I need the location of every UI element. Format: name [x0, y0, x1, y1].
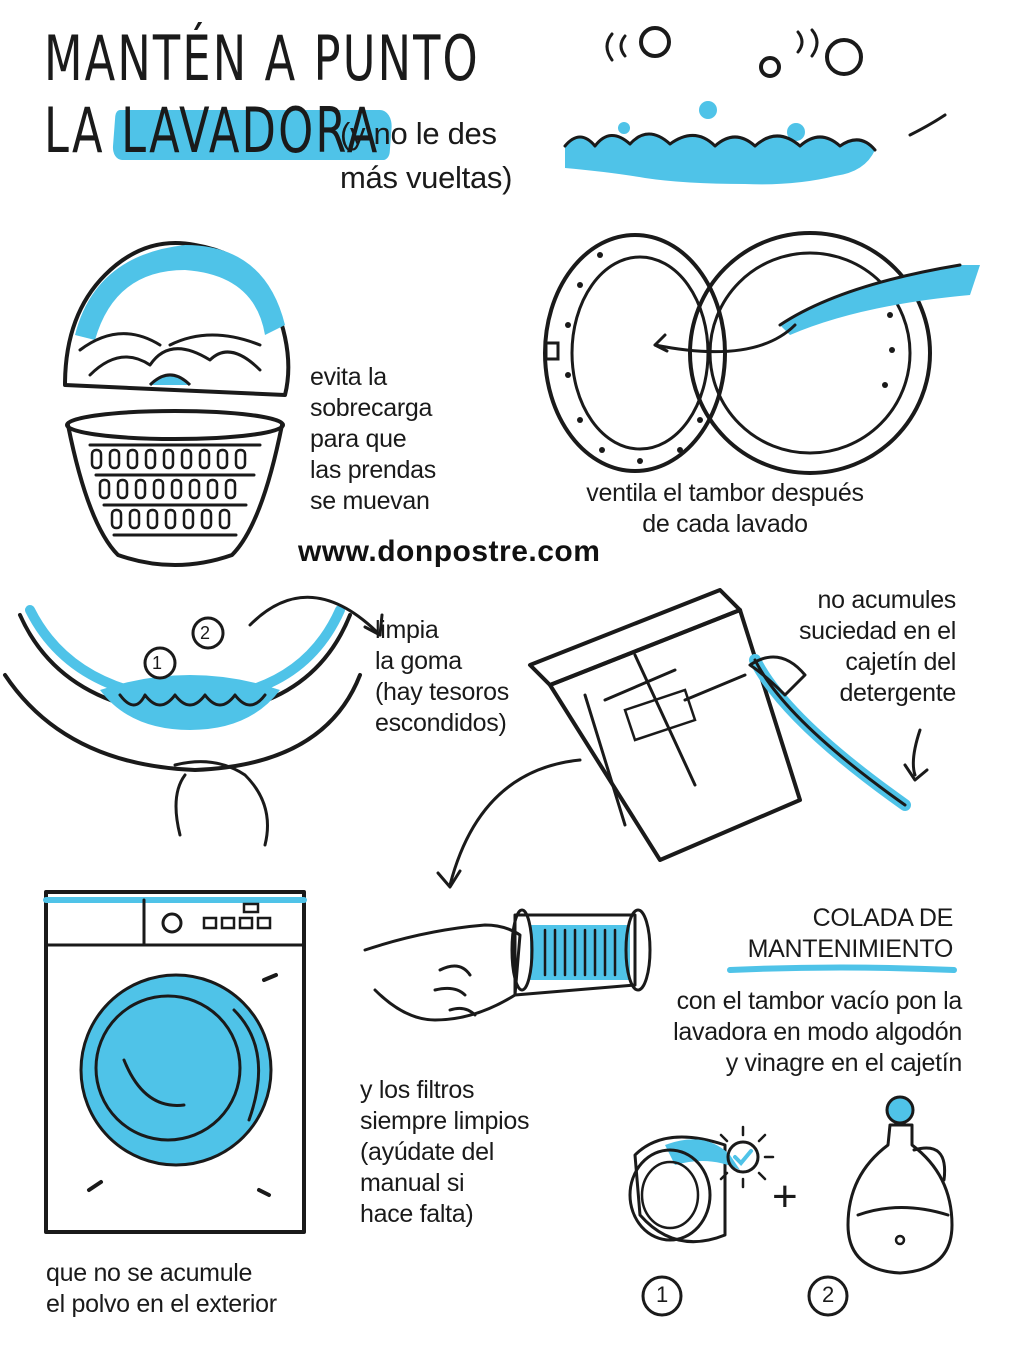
maintenance-text: con el tambor vacío pon la lavadora en m…	[673, 987, 962, 1077]
tip-overload: evita la sobrecarga para que las prendas…	[310, 363, 436, 515]
empty-drum-icon	[628, 1125, 775, 1244]
filter-in-hand-icon	[363, 908, 652, 1022]
foam-bubbles-illustration	[563, 26, 947, 185]
page-title-line1: MANTÉN A PUNTO	[44, 22, 480, 95]
title-highlight: LAVADORA	[121, 94, 380, 167]
washing-machine-icon	[43, 890, 307, 1234]
rubber-number-1: 1	[152, 653, 162, 673]
tip-dust: que no se acumule el polvo en el exterio…	[46, 1259, 277, 1318]
heading-underline	[727, 964, 957, 973]
arrow-icon	[436, 758, 582, 889]
open-drum-door-icon	[543, 231, 980, 475]
tip-filters: y los filtros siempre limpios (ayúdate d…	[360, 1076, 530, 1228]
plus-sign: +	[772, 1172, 798, 1221]
vinegar-bottle-icon	[846, 1095, 954, 1275]
step-1-label: 1	[656, 1282, 668, 1307]
tip-ventilate: ventila el tambor después de cada lavado	[586, 479, 864, 538]
watermark-text: www.donpostre.com	[298, 535, 601, 568]
page-subtitle: (y no le des más vueltas)	[340, 116, 513, 195]
rubber-gasket-icon	[3, 595, 384, 847]
step-circles	[641, 1275, 849, 1317]
laundry-basket-icon	[63, 241, 291, 567]
page-title-line2: LA LAVADORA	[44, 100, 379, 162]
detergent-drawer-icon	[528, 588, 929, 862]
maintenance-heading: COLADA DE MANTENIMIENTO	[747, 904, 954, 963]
rubber-number-2: 2	[200, 623, 210, 643]
tip-rubber: limpia la goma (hay tesoros escondidos)	[375, 616, 509, 737]
tip-drawer: no acumules suciedad en el cajetín del d…	[798, 586, 956, 707]
title-prefix: LA	[44, 94, 122, 167]
step-2-label: 2	[822, 1282, 834, 1307]
